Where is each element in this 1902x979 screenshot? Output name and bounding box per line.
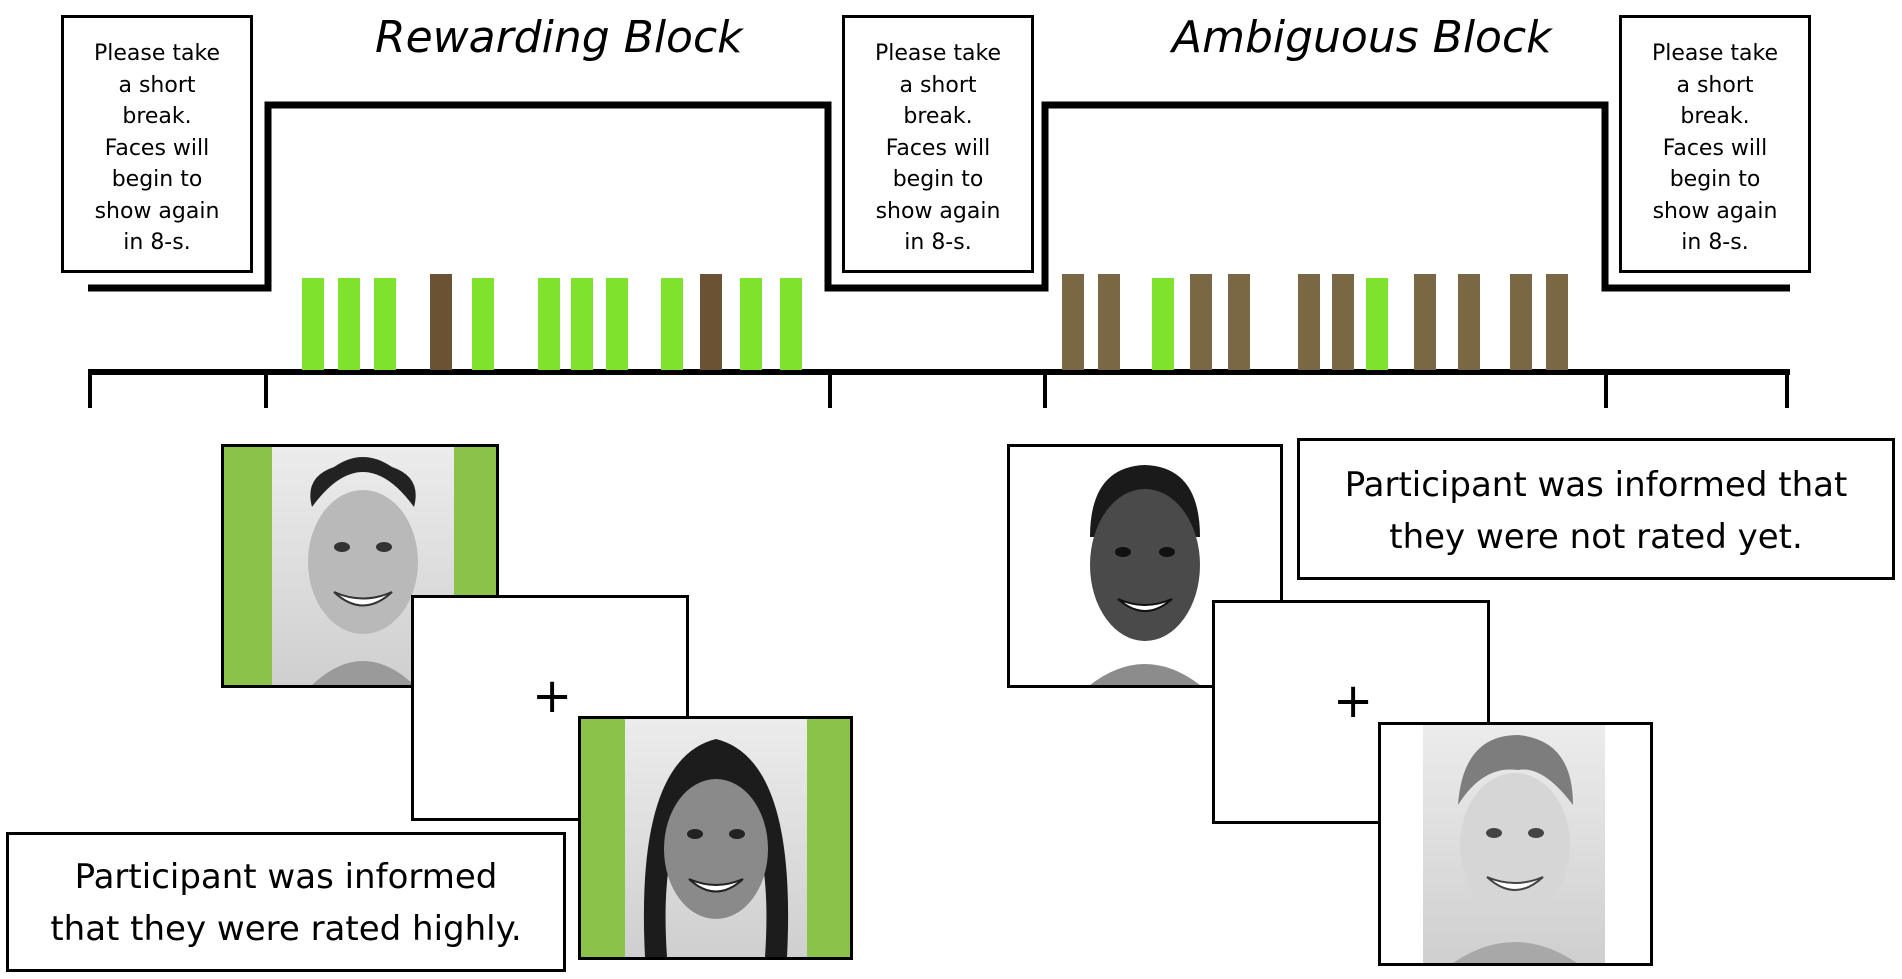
ambiguous-face-frame-2: [1378, 722, 1653, 966]
rewarding-trial-bar-neutral: [430, 274, 452, 370]
ambiguous-trial-bar-neutral: [1062, 274, 1084, 370]
rewarding-trial-bar-positive: [538, 278, 560, 370]
ambiguous-trial-bar-positive: [1366, 278, 1388, 370]
rewarding-trial-bar-positive: [338, 278, 360, 370]
face-photo: [272, 447, 454, 685]
rewarding-face-frame-2: [578, 716, 853, 960]
face-photo: [625, 719, 807, 957]
ambiguous-block-title: Ambiguous Block: [1172, 12, 1552, 63]
boxcar-line: [88, 101, 1790, 292]
rewarding-caption: Participant was informed that they were …: [6, 832, 566, 972]
fixation-cross: +: [532, 668, 573, 724]
ambiguous-trial-bar-neutral: [1414, 274, 1436, 370]
rewarding-trial-bar-positive: [780, 278, 802, 370]
ambiguous-trial-bar-neutral: [1228, 274, 1250, 370]
ambiguous-trial-bar-neutral: [1510, 274, 1532, 370]
face-photo: [1050, 447, 1240, 685]
rewarding-trial-bar-neutral: [700, 274, 722, 370]
ambiguous-caption: Participant was informed that they were …: [1297, 438, 1895, 580]
ambiguous-trial-bar-neutral: [1190, 274, 1212, 370]
time-axis: [88, 369, 1790, 408]
rewarding-trial-bar-positive: [374, 278, 396, 370]
ambiguous-trial-bar-neutral: [1458, 274, 1480, 370]
ambiguous-trial-bar-neutral: [1098, 274, 1120, 370]
ambiguous-trial-bar-positive: [1152, 278, 1174, 370]
rewarding-trial-bar-positive: [571, 278, 593, 370]
rewarding-fixation-frame: +: [411, 595, 689, 821]
face-icon: [1453, 735, 1577, 963]
ambiguous-face-frame-1: [1007, 444, 1283, 688]
rewarding-face-frame-1: [221, 444, 499, 688]
rewarding-trial-bar-positive: [472, 278, 494, 370]
rewarding-trial-bar-positive: [661, 278, 683, 370]
break-box-3: Please take a short break. Faces will be…: [1619, 15, 1811, 273]
trial-bars: [302, 274, 1568, 370]
rewarding-block-title: Rewarding Block: [375, 12, 743, 63]
fixation-cross: +: [1333, 673, 1374, 729]
face-icon: [308, 457, 418, 685]
rewarding-trial-bar-positive: [302, 278, 324, 370]
ambiguous-trial-bar-neutral: [1546, 274, 1568, 370]
rewarding-trial-bar-positive: [740, 278, 762, 370]
face-photo: [1423, 725, 1605, 963]
rewarding-trial-bar-positive: [606, 278, 628, 370]
face-icon: [1090, 465, 1200, 685]
break-box-2: Please take a short break. Faces will be…: [842, 15, 1034, 273]
break-box-1: Please take a short break. Faces will be…: [61, 15, 253, 273]
face-icon: [643, 739, 789, 957]
ambiguous-trial-bar-neutral: [1298, 274, 1320, 370]
ambiguous-trial-bar-neutral: [1332, 274, 1354, 370]
